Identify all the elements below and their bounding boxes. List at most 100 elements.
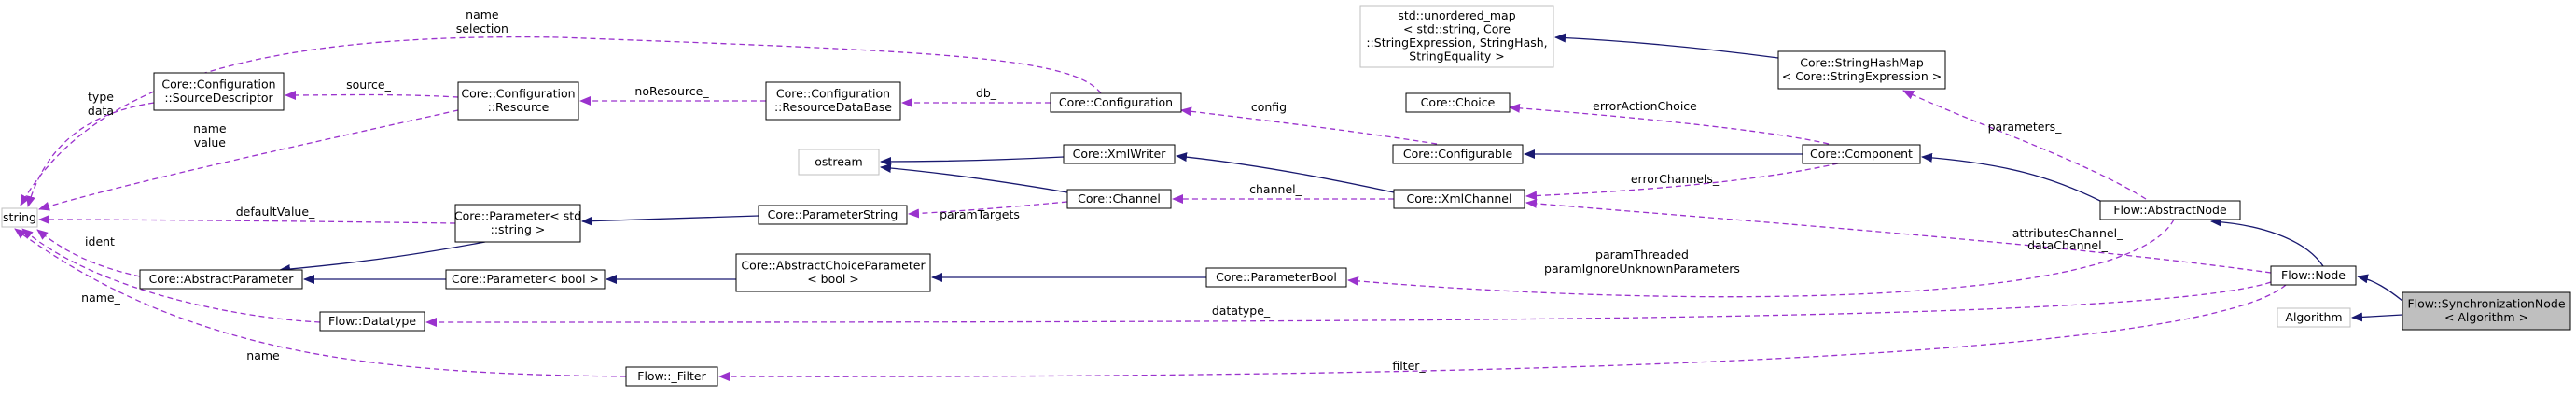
node-node[interactable]: Flow::Node (2270, 265, 2357, 286)
edge-label: config (1251, 100, 1287, 114)
node-parameter-string[interactable]: Core::ParameterString (758, 205, 908, 225)
node-label-line: Core::Choice (1421, 95, 1496, 109)
node-xml-channel[interactable]: Core::XmlChannel (1393, 189, 1525, 209)
node-box (1063, 144, 1176, 164)
node-box (1392, 144, 1524, 164)
node-label-line: Core::ParameterString (768, 207, 898, 221)
node-box (1777, 50, 1946, 90)
node-resource-db[interactable]: Core::Configuration::ResourceDataBase (765, 81, 901, 121)
node-label-line: Core::Configuration (161, 78, 275, 92)
node-label-line: Core::Component (1810, 147, 1913, 161)
node-abstract-choice-parameter[interactable]: Core::AbstractChoiceParameter< bool > (735, 253, 931, 292)
node-abstract-parameter[interactable]: Core::AbstractParameter (139, 269, 303, 290)
node-label-line: Core::Configurable (1403, 147, 1513, 161)
node-resource[interactable]: Core::Configuration::Resource (457, 81, 579, 121)
inheritance-edge-xml_channel-to-xml_writer (1176, 152, 1395, 193)
edge-line (2210, 217, 2324, 267)
node-abstract-node[interactable]: Flow::AbstractNode (2099, 200, 2241, 220)
node-box (1205, 267, 1347, 288)
edge-label: errorActionChoice (1593, 99, 1697, 113)
edge-label: paramThreaded (1595, 248, 1689, 262)
node-component[interactable]: Core::Component (1802, 144, 1921, 164)
node-choice[interactable]: Core::Choice (1405, 92, 1511, 113)
node-label-line: Core::AbstractChoiceParameter (741, 259, 926, 273)
edge-line (14, 228, 627, 377)
inheritance-edge-sync_node-to-node (2357, 274, 2403, 302)
usage-edge-component-to-choice: errorActionChoice (1509, 99, 1830, 145)
node-box (1, 207, 38, 228)
edge-line (285, 90, 459, 100)
node-source-descriptor[interactable]: Core::Configuration::SourceDescriptor (153, 72, 285, 111)
edge-line (908, 201, 1068, 219)
edge-label: value_ (194, 135, 232, 149)
inheritance-edge-parameter_string-to-parameter_string_t (581, 215, 759, 226)
edge-label: name_ (466, 7, 505, 21)
node-box (139, 269, 303, 290)
edges-layer: name_selection_typedatasource_name_value… (14, 7, 2403, 382)
node-label-line: Flow::Node (2281, 268, 2346, 282)
edge-label: parameters_ (1988, 120, 2063, 134)
node-sync-node[interactable]: Flow::SynchronizationNode< Algorithm > (2402, 291, 2571, 331)
node-label-line: < Algorithm > (2444, 310, 2528, 324)
usage-edge-abstract_node-to-parameter_bool: paramThreadedparamIgnoreUnknownParameter… (1347, 219, 2175, 298)
node-label-line: Core::XmlChannel (1407, 191, 1512, 206)
node-box (2402, 291, 2571, 331)
edge-line (1525, 198, 2272, 274)
edge-line (2357, 274, 2403, 302)
node-box (765, 81, 901, 121)
node-channel[interactable]: Core::Channel (1066, 189, 1172, 209)
node-box (454, 204, 581, 243)
node-configuration[interactable]: Core::Configuration (1050, 92, 1182, 113)
node-box (2270, 265, 2357, 286)
node-string-hash-map[interactable]: Core::StringHashMap< Core::StringExpress… (1777, 50, 1946, 90)
inheritance-edge-sync_node-to-algorithm (2351, 312, 2403, 322)
edge-label: filter_ (1392, 359, 1426, 373)
usage-edge-filter-to-string: name (14, 228, 627, 377)
edge-label: type (88, 90, 114, 104)
node-configurable[interactable]: Core::Configurable (1392, 144, 1524, 164)
edge-label: name_ (193, 121, 232, 135)
edge-label: paramIgnoreUnknownParameters (1544, 262, 1740, 276)
edge-label: attributesChannel_ (2012, 226, 2123, 240)
usage-edge-datatype-to-string: name_ (21, 228, 321, 323)
node-label-line: < bool > (807, 272, 859, 286)
node-parameter-bool[interactable]: Core::ParameterBool (1205, 267, 1347, 288)
node-label-line: ::string > (491, 222, 546, 236)
node-label-line: Flow::SynchronizationNode (2407, 297, 2565, 311)
inheritance-edge-node-to-abstract_node (2210, 217, 2324, 267)
node-label-line: Core::XmlWriter (1073, 147, 1167, 161)
node-parameter-string-t[interactable]: Core::Parameter< std::string > (454, 204, 581, 243)
node-unordered-map: std::unordered_map< std::string, Core::S… (1359, 5, 1554, 68)
edge-line (425, 281, 2272, 327)
node-box (445, 269, 606, 290)
usage-edge-resource_db-to-resource: noResource_ (579, 84, 766, 106)
edge-label: channel_ (1249, 182, 1302, 196)
usage-edge-node-to-datatype: datatype_ (425, 281, 2272, 327)
edge-label: name (246, 348, 280, 362)
edge-line (38, 215, 456, 225)
node-filter[interactable]: Flow::_Filter (625, 366, 718, 387)
node-label-line: StringEquality > (1409, 50, 1504, 64)
node-label-line: std::unordered_map (1398, 8, 1515, 22)
node-label-line: ::Resource (488, 100, 550, 114)
node-label-line: Flow::AbstractNode (2113, 203, 2227, 217)
node-box (1405, 92, 1511, 113)
node-box (1359, 5, 1554, 68)
node-label-line: Algorithm (2285, 310, 2342, 324)
usage-edge-abstract_node-to-string_hash_map: parameters_ (1902, 90, 2147, 200)
node-parameter-bool-t[interactable]: Core::Parameter< bool > (445, 269, 606, 290)
edge-label: datatype_ (1212, 304, 1271, 318)
usage-edge-configuration-to-resource_db: db_ (901, 86, 1051, 107)
node-label-line: ostream (815, 154, 862, 168)
usage-edge-component-to-xml_channel: errorChannels_ (1525, 163, 1839, 201)
node-box (2277, 307, 2351, 328)
edge-line (1554, 33, 1779, 59)
usage-edge-channel-to-parameter_string: paramTargets (908, 201, 1068, 221)
edge-label: paramTargets (940, 207, 1020, 221)
node-box (153, 72, 285, 111)
usage-edge-xml_channel-to-channel: channel_ (1172, 182, 1394, 204)
node-xml-writer[interactable]: Core::XmlWriter (1063, 144, 1176, 164)
node-datatype[interactable]: Flow::Datatype (319, 311, 425, 332)
node-label-line: string (3, 210, 36, 224)
